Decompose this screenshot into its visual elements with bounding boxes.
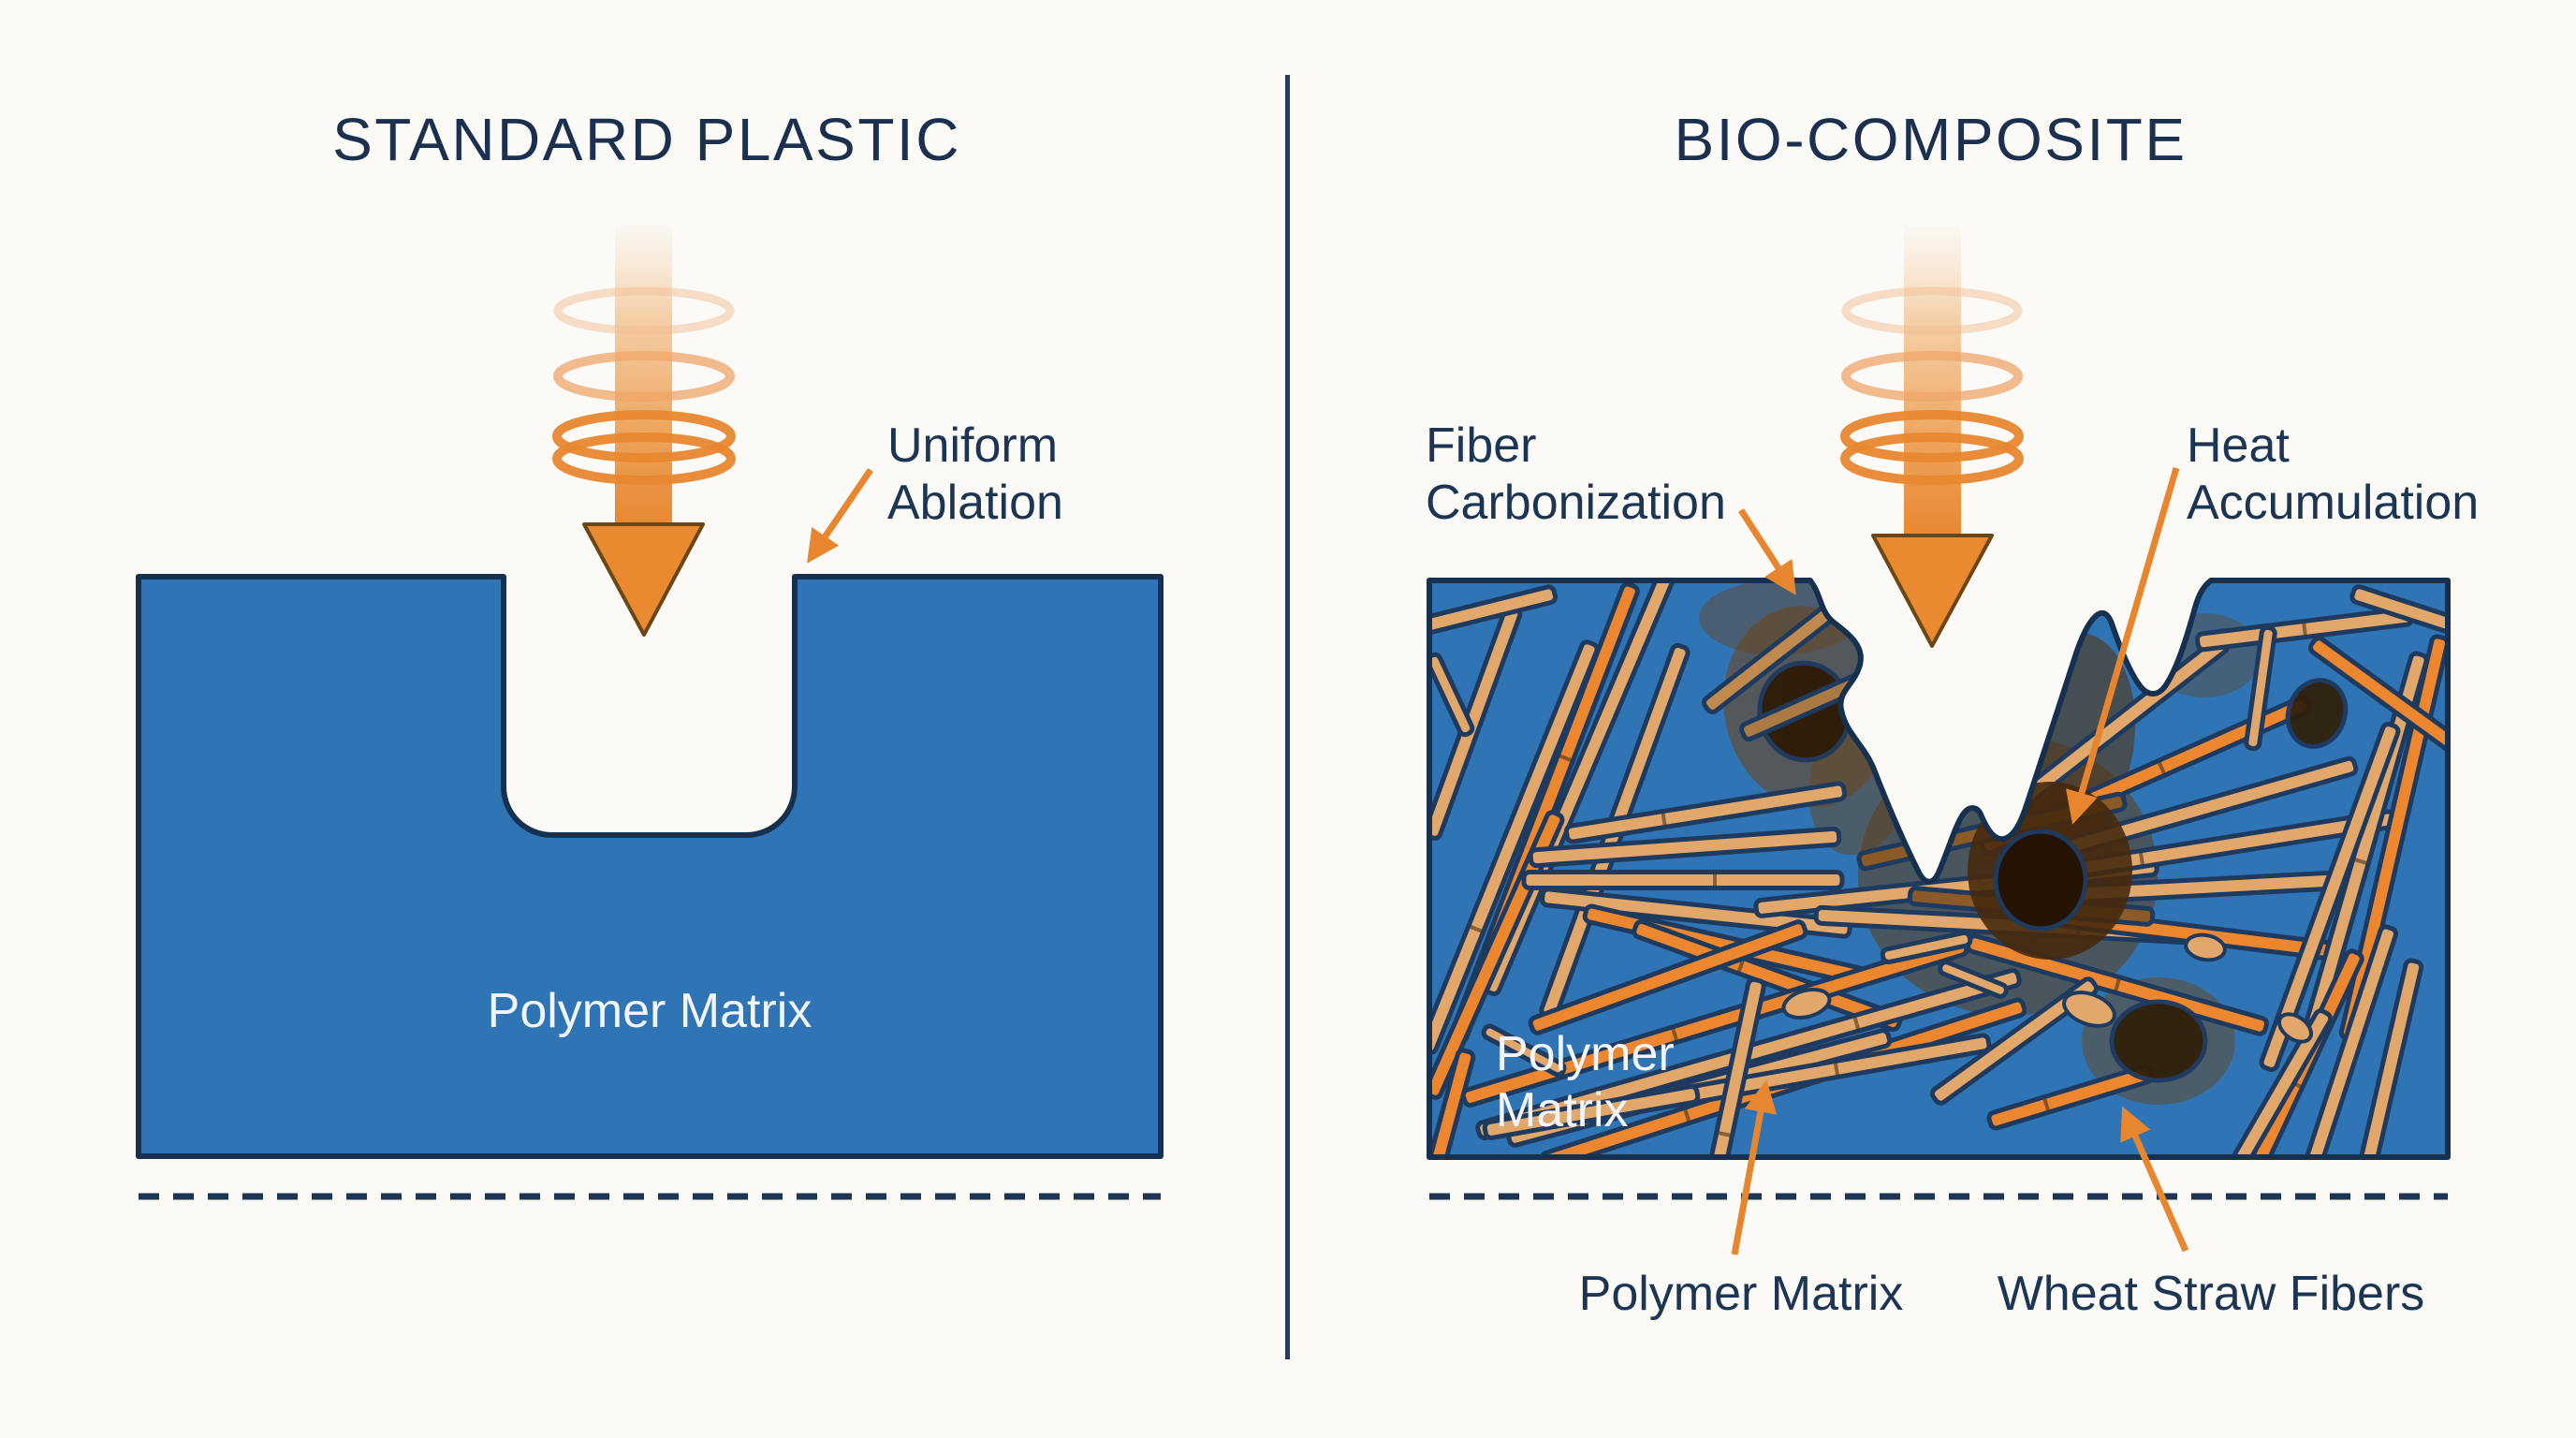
wheat-straw-fiber: [1880, 930, 1973, 965]
carbonized-char-blob: [2285, 678, 2349, 749]
wheat-straw-fiber: [1929, 976, 2100, 1106]
right-block-label: Polymer Matrix: [1496, 1026, 1675, 1138]
right-block-outline: [1427, 578, 2451, 1160]
wheat-straw-fiber: [1521, 870, 1845, 890]
uniform-ablation-line1: Uniform: [887, 418, 1059, 473]
wheat-straw-fiber: [2307, 636, 2448, 765]
fiber-fragment: [1781, 988, 1832, 1020]
carbonized-char-blob: [2109, 999, 2208, 1083]
wheat-straw-fiber: [1482, 1084, 1701, 1140]
wheat-straw-fiber: [1429, 584, 1559, 637]
fiber-fragment: [2062, 990, 2116, 1028]
fiber-fragment: [1909, 725, 1952, 758]
polymer-matrix-arrow: [1731, 1079, 1778, 1255]
wheat-straw-fiber: [1481, 1023, 1567, 1078]
left-polymer-block: [136, 574, 1164, 1159]
carbonized-char-blob: [1891, 724, 1938, 785]
panel-divider: [1285, 75, 1290, 1359]
polymer-matrix-bottom-label: Polymer Matrix: [1578, 1267, 1904, 1321]
right-panel-title: BIO-COMPOSITE: [1674, 106, 2188, 173]
heat-accumulation-line1: Heat: [2187, 418, 2290, 473]
wheat-straw-fiber: [2285, 924, 2399, 1157]
wheat-straw-fiber: [1540, 887, 1852, 939]
heat-accumulation-arrow: [2066, 467, 2180, 825]
fiber-carbonization-line1: Fiber: [1426, 418, 1537, 473]
fiber-carbonization-label: Fiber Carbonization: [1426, 418, 1726, 532]
wheat-straw-fiber: [1563, 781, 1848, 844]
fiber-fragment: [2276, 1012, 2314, 1044]
right-composite-block: [1427, 578, 2451, 1160]
wheat-straw-fibers-arrow: [2120, 1106, 2189, 1253]
carbonized-char-blob: [1993, 829, 2088, 932]
right-block-label-line1: Polymer: [1496, 1027, 1675, 1081]
wheat-straw-fiber: [1528, 826, 1842, 869]
wheat-straw-fiber: [1429, 1048, 1476, 1157]
wheat-straw-fiber: [2349, 584, 2448, 648]
laser-beam-icon-left: [552, 225, 736, 637]
fiber-carbonization-line2: Carbonization: [1426, 476, 1726, 530]
uniform-ablation-line2: Ablation: [887, 476, 1063, 530]
laser-beam-icon-right: [1840, 227, 2024, 648]
heat-accumulation-label: Heat Accumulation: [2187, 418, 2479, 532]
wheat-straw-fiber: [2259, 722, 2401, 1072]
heat-accumulation-line2: Accumulation: [2187, 476, 2480, 530]
heat-char-halo: [1881, 712, 1948, 795]
wheat-straw-fiber: [1693, 976, 1766, 1157]
wheat-straw-fiber: [2201, 1008, 2334, 1157]
wheat-straw-fiber-layer: [1429, 580, 2448, 1157]
fiber-carbonization-arrow: [1738, 508, 1796, 595]
wheat-straw-fiber: [1938, 960, 2009, 999]
wheat-straw-fiber: [1528, 919, 1808, 1035]
wheat-straw-fiber: [2344, 958, 2424, 1157]
uniform-ablation-arrow: [807, 468, 873, 564]
fiber-fragment: [2184, 932, 2227, 962]
left-block-label: Polymer Matrix: [487, 984, 812, 1038]
right-block-label-line2: Matrix: [1496, 1083, 1629, 1137]
left-panel-title: STANDARD PLASTIC: [332, 106, 961, 173]
uniform-ablation-label: Uniform Ablation: [887, 418, 1063, 532]
wheat-straw-fibers-bottom-label: Wheat Straw Fibers: [1997, 1267, 2425, 1321]
wheat-straw-fiber: [1429, 639, 1600, 1055]
wheat-straw-fiber: [2244, 624, 2277, 752]
